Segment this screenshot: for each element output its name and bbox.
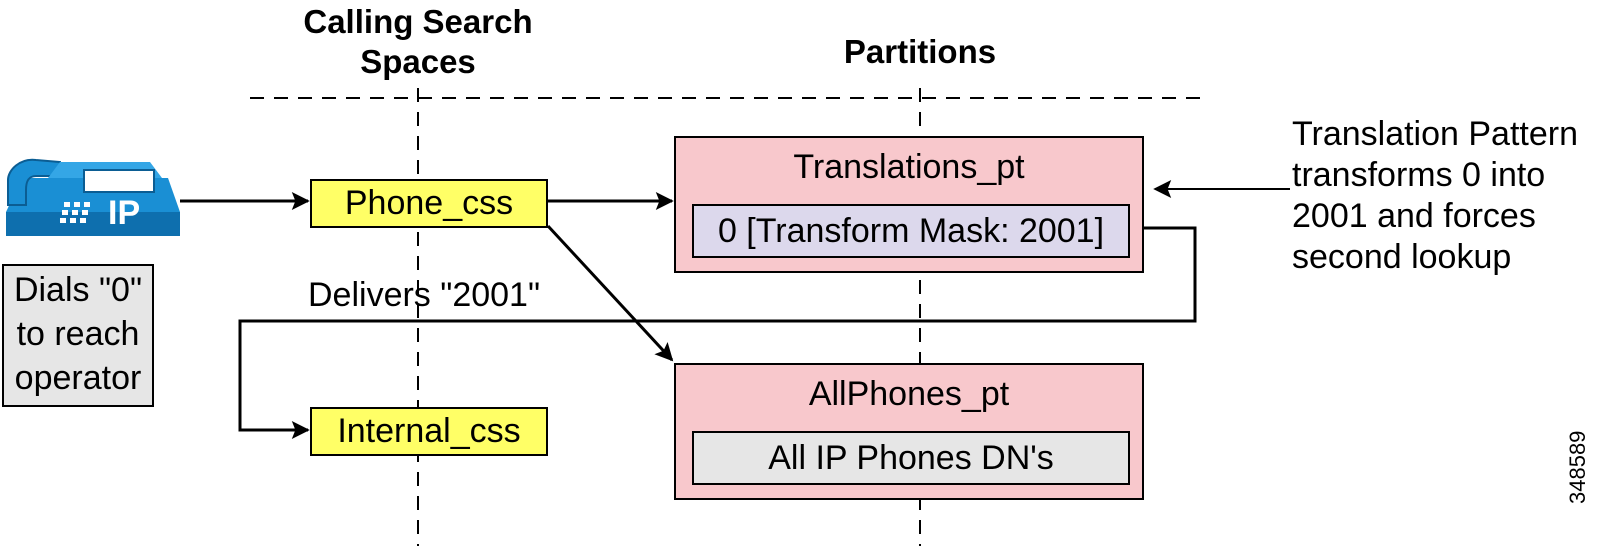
- css-internal-css-label: Internal_css: [337, 412, 521, 450]
- header-partitions: Partitions: [843, 33, 997, 70]
- translation-pattern-entry-label: 0 [Transform Mask: 2001]: [717, 211, 1105, 250]
- figure-id: 348589: [1565, 430, 1590, 504]
- all-phones-dn-entry: All IP Phones DN's: [692, 431, 1130, 485]
- arrow-translation-loop-to-internal-css: [238, 226, 1197, 439]
- translation-pattern-entry: 0 [Transform Mask: 2001]: [692, 204, 1130, 258]
- partition-allphones-title: AllPhones_pt: [808, 375, 1010, 413]
- header-calling-search-spaces: Calling Search Spaces: [303, 3, 533, 80]
- partition-translations-title: Translations_pt: [793, 148, 1025, 186]
- partition-translations-pt: Translations_pt 0 [Transform Mask: 2001]: [674, 136, 1144, 273]
- partition-allphones-pt: AllPhones_pt All IP Phones DN's: [674, 363, 1144, 500]
- css-phone-css-label: Phone_css: [344, 184, 514, 222]
- css-internal-css: Internal_css: [310, 407, 548, 456]
- phone-caption: Dials "0" to reach operator: [2, 264, 154, 407]
- phone-ip-badge: IP: [108, 194, 141, 232]
- delivers-label: Delivers "2001": [308, 276, 541, 314]
- arrow-phone-css-to-allphones: [546, 224, 674, 362]
- translation-note: Translation Pattern transforms 0 into 20…: [1292, 115, 1578, 276]
- all-phones-dn-entry-label: All IP Phones DN's: [768, 438, 1054, 477]
- ip-phone-icon: [6, 158, 180, 236]
- css-phone-css: Phone_css: [310, 179, 548, 228]
